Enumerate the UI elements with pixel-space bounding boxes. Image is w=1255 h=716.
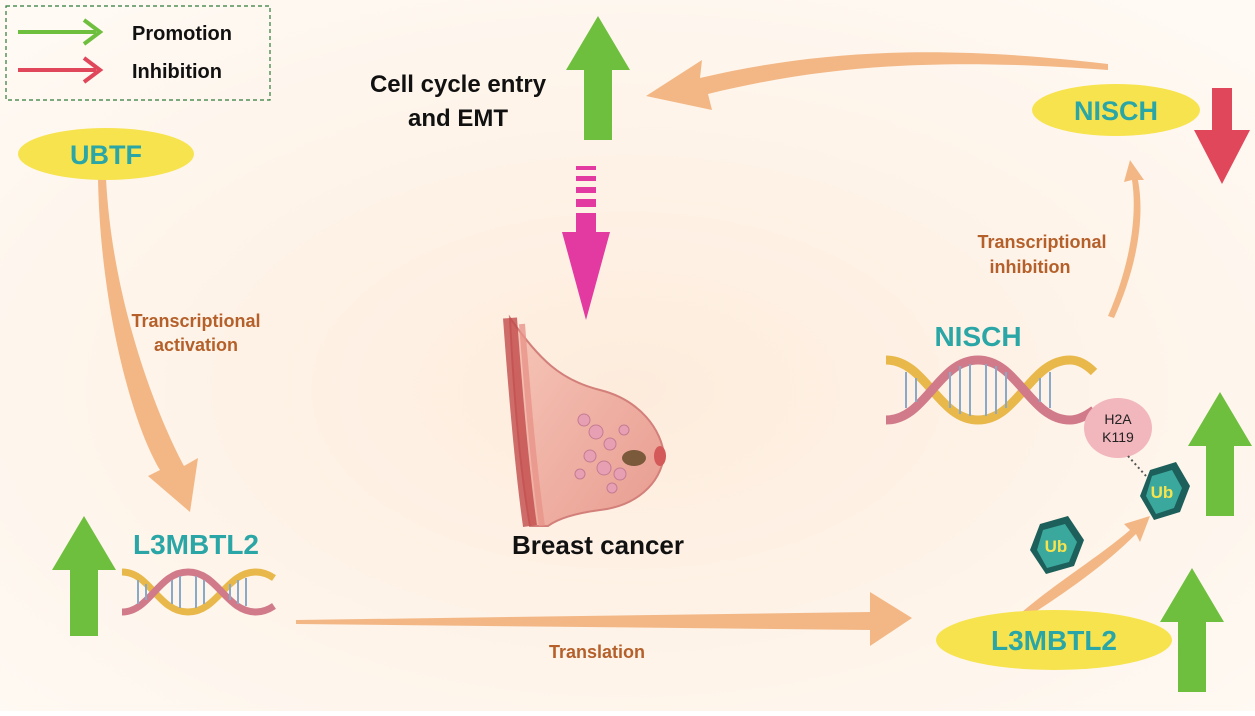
legend-inhibition-label: Inhibition [132,61,222,83]
inhibition-arrow-icon [18,56,104,84]
nisch-top-label: NISCH [1074,96,1158,126]
inhibition-label-line2: inhibition [990,257,1071,277]
legend-promotion-label: Promotion [132,23,232,45]
translation-flow-arrow [296,592,912,646]
activation-label-line2: activation [154,335,238,355]
ub-label-attached: Ub [1151,483,1174,502]
pink-down-arrow-icon [562,166,610,320]
nisch-top-node: NISCH [1032,84,1200,136]
up-arrow-cell-cycle-icon [566,16,630,140]
ubtf-label: UBTF [70,140,142,170]
legend: Promotion Inhibition [5,5,271,101]
histone-line2: K119 [1102,429,1134,445]
up-arrow-l3mbtl2-left-icon [52,516,116,636]
outcome-line1: Cell cycle entry [370,71,547,98]
legend-box [5,5,271,101]
l3mbtl2-right-label: L3MBTL2 [991,625,1117,656]
activation-flow-arrow [98,178,198,512]
up-arrow-h2a-ub-icon [1188,392,1252,516]
ubtf-node: UBTF [18,128,194,180]
l3mbtl2-left-label: L3MBTL2 [133,529,259,560]
ub-label-free: Ub [1045,537,1068,556]
outcome-line2: and EMT [408,105,508,132]
inhibition-flow-arrow [1108,160,1144,318]
dna-helix-right-icon [885,355,1098,425]
nisch-dna-label: NISCH [934,321,1021,352]
breast-tissue-icon [503,314,666,527]
ubiquitination-flow-arrow [1022,516,1150,618]
breast-cancer-label: Breast cancer [512,530,684,560]
ubiquitin-attached-icon: Ub [1140,462,1190,520]
histone-line1: H2A [1104,411,1132,427]
l3mbtl2-right-node: L3MBTL2 [936,610,1172,670]
dna-helix-left-icon [121,568,276,616]
up-arrow-l3mbtl2-right-icon [1160,568,1224,692]
ubiquitin-free-icon: Ub [1030,516,1084,574]
top-flow-arrow [646,52,1108,110]
inhibition-label-line1: Transcriptional [977,232,1106,252]
activation-label-line1: Transcriptional [131,311,260,331]
down-arrow-nisch-icon [1194,88,1250,184]
translation-label: Translation [549,642,645,662]
histone-h2a-k119: H2A K119 [1084,398,1152,458]
promotion-arrow-icon [18,18,104,46]
